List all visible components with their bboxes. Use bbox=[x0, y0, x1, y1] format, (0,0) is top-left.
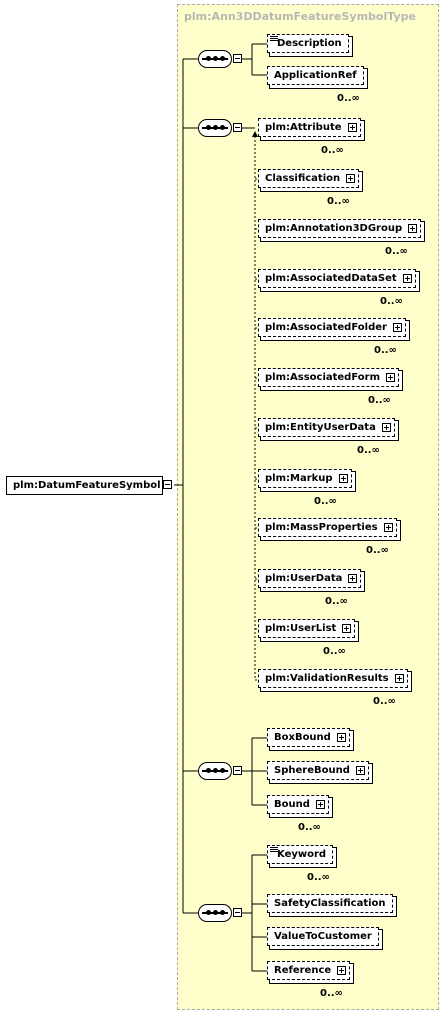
expand-icon[interactable] bbox=[394, 674, 404, 683]
collapse-icon[interactable] bbox=[233, 54, 242, 63]
element-label: SafetyClassification bbox=[274, 898, 386, 909]
expand-icon[interactable] bbox=[355, 766, 365, 775]
expand-icon[interactable] bbox=[315, 800, 325, 809]
element-box[interactable]: SafetyClassification bbox=[267, 894, 393, 913]
root-element[interactable]: plm:DatumFeatureSymbol bbox=[6, 476, 163, 495]
cardinality-label: 0..∞ bbox=[298, 822, 321, 833]
cardinality-label: 0..∞ bbox=[323, 646, 346, 657]
expand-icon[interactable] bbox=[386, 373, 395, 382]
cardinality-label: 0..∞ bbox=[337, 93, 360, 104]
expand-icon[interactable] bbox=[383, 523, 393, 532]
element-box[interactable]: plm:ValidationResults bbox=[258, 669, 408, 688]
element-box[interactable]: Description bbox=[267, 34, 349, 53]
element-box[interactable]: plm:Markup bbox=[258, 469, 352, 488]
element-label: SphereBound bbox=[274, 765, 350, 776]
element-box[interactable]: SphereBound bbox=[267, 761, 369, 780]
expand-icon[interactable] bbox=[342, 624, 352, 633]
element-label: plm:AssociatedFolder bbox=[265, 322, 387, 333]
element-label: plm:Markup bbox=[265, 473, 333, 484]
element-label: Classification bbox=[265, 173, 341, 184]
element-box[interactable]: Bound bbox=[267, 795, 329, 814]
type-title: plm:Ann3DDatumFeatureSymbolType bbox=[184, 10, 416, 23]
element-box[interactable]: plm:UserList bbox=[258, 619, 356, 638]
element-box[interactable]: ApplicationRef bbox=[267, 66, 364, 85]
expand-icon[interactable] bbox=[337, 966, 347, 975]
cardinality-label: 0..∞ bbox=[325, 596, 348, 607]
expand-icon[interactable] bbox=[338, 474, 348, 483]
element-box[interactable]: plm:AssociatedFolder bbox=[258, 318, 406, 337]
sequence-compositor-4 bbox=[198, 904, 232, 922]
element-box[interactable]: plm:AssociatedDataSet bbox=[258, 269, 416, 288]
element-label: Reference bbox=[274, 965, 332, 976]
element-label: plm:AssociatedDataSet bbox=[265, 273, 397, 284]
element-label: Description bbox=[277, 38, 342, 49]
element-box[interactable]: plm:MassProperties bbox=[258, 518, 397, 537]
element-label: plm:Attribute bbox=[265, 122, 342, 133]
cardinality-label: 0..∞ bbox=[307, 872, 330, 883]
element-label: plm:MassProperties bbox=[265, 522, 378, 533]
expand-icon[interactable] bbox=[336, 733, 346, 742]
cardinality-label: 0..∞ bbox=[357, 445, 380, 456]
sequence-compositor-2 bbox=[198, 119, 232, 137]
cardinality-label: 0..∞ bbox=[373, 696, 396, 707]
cardinality-label: 0..∞ bbox=[380, 296, 403, 307]
element-box[interactable]: Keyword bbox=[267, 845, 334, 864]
cardinality-label: 0..∞ bbox=[327, 196, 350, 207]
cardinality-label: 0..∞ bbox=[320, 988, 343, 999]
cardinality-label: 0..∞ bbox=[366, 545, 389, 556]
sequence-compositor-3 bbox=[198, 762, 232, 780]
collapse-icon[interactable] bbox=[163, 480, 172, 489]
element-box[interactable]: BoxBound bbox=[267, 728, 350, 747]
expand-icon[interactable] bbox=[347, 123, 357, 132]
element-label: BoxBound bbox=[274, 732, 331, 743]
expand-icon[interactable] bbox=[346, 174, 356, 183]
element-box[interactable]: ValueToCustomer bbox=[267, 927, 379, 946]
cardinality-label: 0..∞ bbox=[314, 496, 337, 507]
cardinality-label: 0..∞ bbox=[374, 345, 397, 356]
element-label: plm:EntityUserData bbox=[265, 422, 376, 433]
element-box[interactable]: plm:Attribute bbox=[258, 118, 361, 137]
expand-icon[interactable] bbox=[381, 423, 391, 432]
element-box[interactable]: Reference bbox=[267, 961, 351, 980]
element-box[interactable]: plm:EntityUserData bbox=[258, 418, 395, 437]
documentation-icon bbox=[270, 36, 278, 43]
element-box[interactable]: plm:Annotation3DGroup bbox=[258, 219, 422, 238]
expand-icon[interactable] bbox=[408, 224, 418, 233]
collapse-icon[interactable] bbox=[233, 766, 242, 775]
element-label: plm:Annotation3DGroup bbox=[265, 223, 403, 234]
element-label: plm:AssociatedForm bbox=[265, 372, 380, 383]
element-label: Keyword bbox=[277, 849, 327, 860]
element-label: plm:UserList bbox=[265, 623, 337, 634]
element-box[interactable]: plm:AssociatedForm bbox=[258, 368, 399, 387]
collapse-icon[interactable] bbox=[233, 123, 242, 132]
element-label: ValueToCustomer bbox=[274, 931, 372, 942]
root-element-label: plm:DatumFeatureSymbol bbox=[13, 480, 161, 491]
element-label: ApplicationRef bbox=[274, 70, 357, 81]
documentation-icon bbox=[270, 847, 278, 854]
element-label: plm:ValidationResults bbox=[265, 673, 389, 684]
expand-icon[interactable] bbox=[402, 274, 412, 283]
cardinality-label: 0..∞ bbox=[385, 246, 408, 257]
expand-icon[interactable] bbox=[348, 574, 358, 583]
cardinality-label: 0..∞ bbox=[368, 395, 391, 406]
element-label: Bound bbox=[274, 799, 310, 810]
sequence-compositor-1 bbox=[198, 50, 232, 68]
expand-icon[interactable] bbox=[392, 323, 402, 332]
element-box[interactable]: Classification bbox=[258, 169, 360, 188]
collapse-icon[interactable] bbox=[233, 908, 242, 917]
element-label: plm:UserData bbox=[265, 573, 343, 584]
cardinality-label: 0..∞ bbox=[321, 145, 344, 156]
element-box[interactable]: plm:UserData bbox=[258, 569, 362, 588]
